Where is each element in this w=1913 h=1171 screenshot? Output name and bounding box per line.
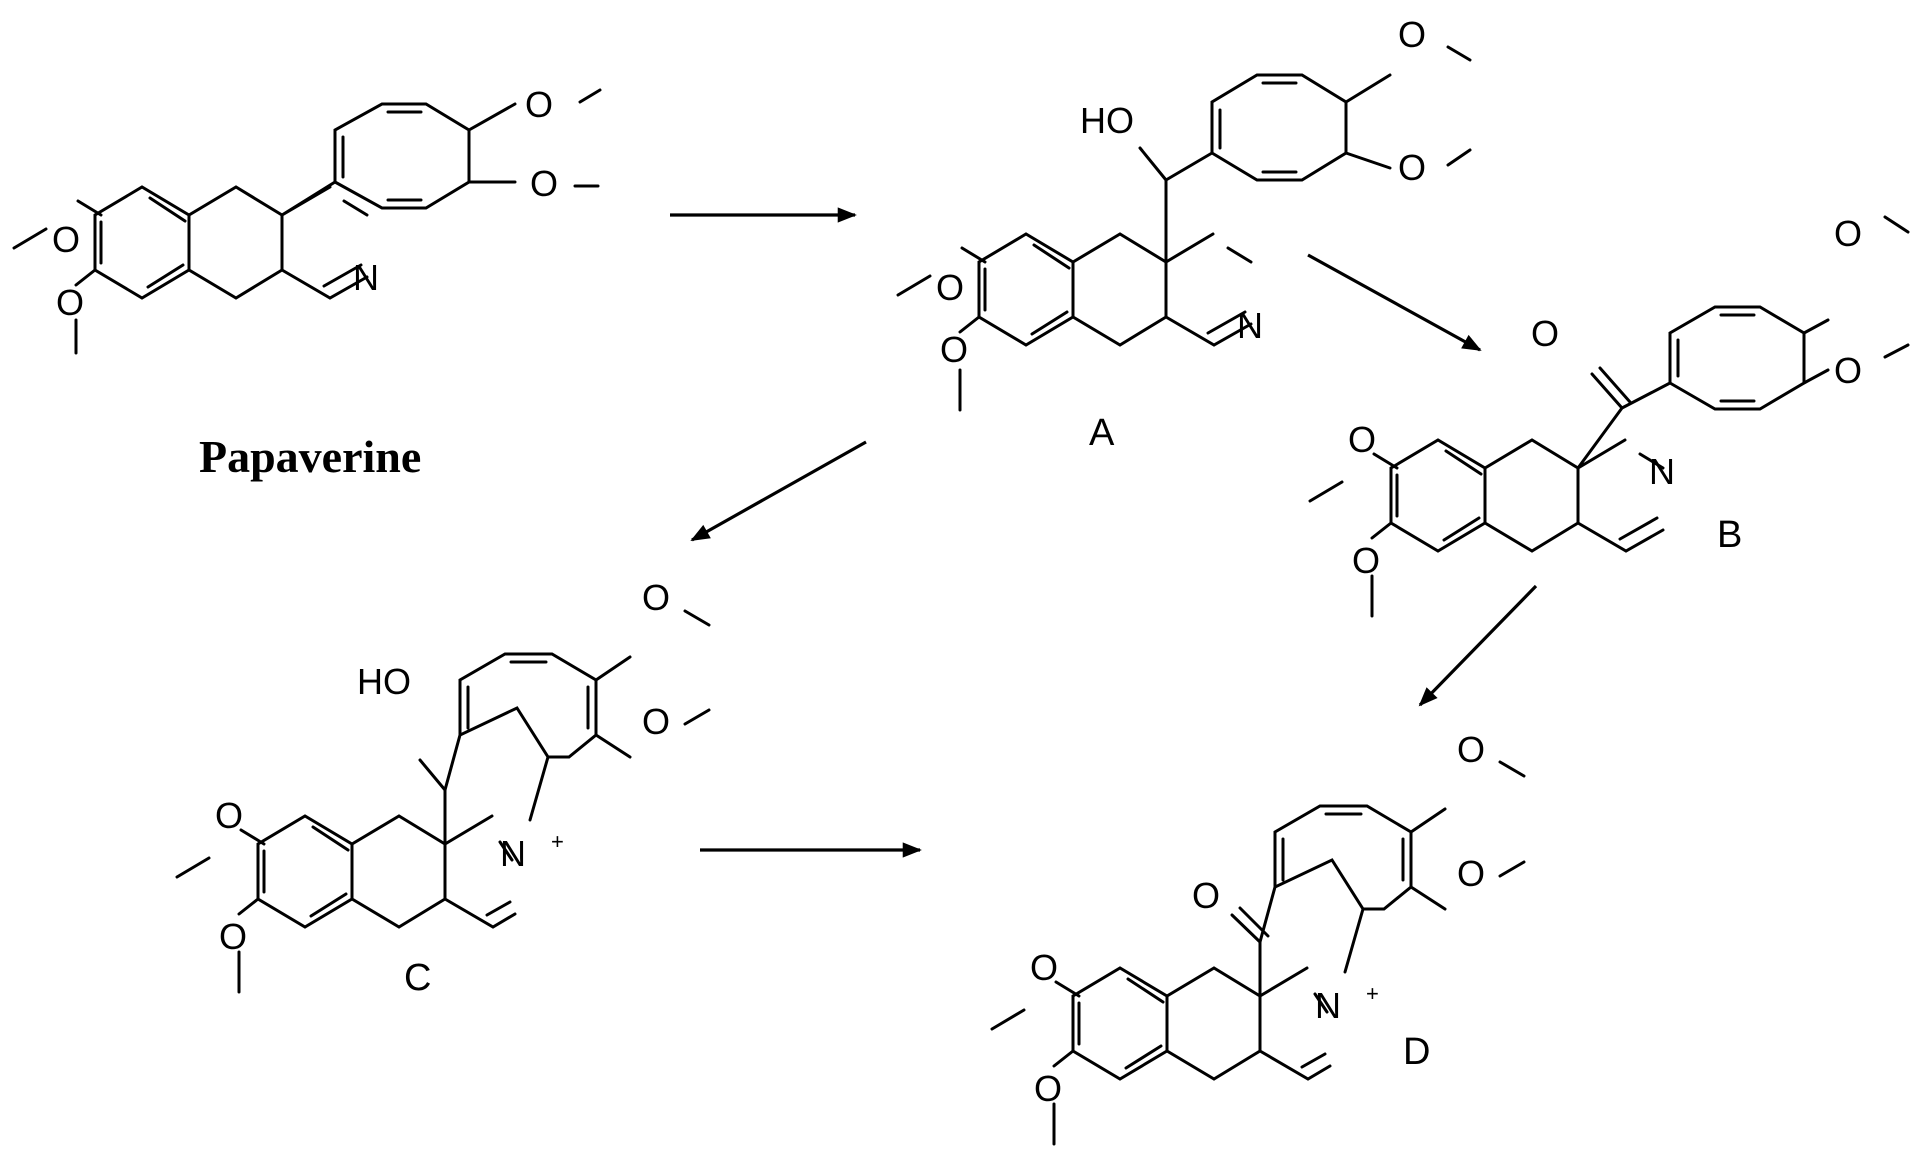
atom-label-o: O bbox=[56, 282, 84, 323]
compound-label-b: B bbox=[1717, 514, 1742, 556]
compound-label-c: C bbox=[404, 957, 431, 999]
charge-plus: + bbox=[551, 829, 564, 854]
atom-label-o: O bbox=[1192, 875, 1220, 916]
molecule-a: N HO O O O O A bbox=[896, 14, 1472, 454]
atom-label-n: N bbox=[1649, 451, 1675, 492]
atom-label-o: O bbox=[1398, 147, 1426, 188]
molecule-c: N + HO O O O O C bbox=[175, 577, 711, 999]
atom-label-o: O bbox=[642, 577, 670, 618]
atom-label-o: O bbox=[1034, 1068, 1062, 1109]
molecule-d: N + O O O O O D bbox=[990, 729, 1526, 1146]
atom-label-o: O bbox=[219, 916, 247, 957]
atom-label-o: O bbox=[52, 219, 80, 260]
arrow-b-to-d bbox=[1418, 584, 1538, 707]
atom-label-o: O bbox=[1834, 213, 1862, 254]
atom-label-o: O bbox=[525, 84, 553, 125]
compound-label-a: A bbox=[1089, 412, 1115, 454]
atom-label-o: O bbox=[1348, 419, 1376, 460]
atom-label-o: O bbox=[642, 701, 670, 742]
molecule-b: N O O O O O B bbox=[1308, 213, 1910, 618]
atom-label-o: O bbox=[1457, 853, 1485, 894]
atom-label-ho: HO bbox=[1080, 100, 1134, 141]
atom-label-o: O bbox=[940, 329, 968, 370]
atom-label-o: O bbox=[1398, 14, 1426, 55]
atom-label-o: O bbox=[936, 267, 964, 308]
atom-label-o: O bbox=[1457, 729, 1485, 770]
atom-label-n: N bbox=[1315, 985, 1341, 1026]
atom-label-n: N bbox=[353, 257, 379, 298]
molecule-papaverine: N O O O O Papaverine bbox=[12, 84, 602, 482]
atom-label-n: N bbox=[500, 833, 526, 874]
atom-label-o: O bbox=[1352, 540, 1380, 581]
charge-plus: + bbox=[1366, 981, 1379, 1006]
arrow-a-to-b bbox=[1307, 253, 1482, 352]
atom-label-o: O bbox=[215, 795, 243, 836]
reaction-arrows bbox=[670, 207, 1538, 858]
atom-label-o: O bbox=[1030, 947, 1058, 988]
atom-label-o: O bbox=[1531, 313, 1559, 354]
atom-label-o: O bbox=[530, 163, 558, 204]
arrow-a-to-c bbox=[690, 440, 867, 542]
compound-name-papaverine: Papaverine bbox=[199, 431, 421, 482]
atom-label-o: O bbox=[1834, 350, 1862, 391]
atom-label-ho: HO bbox=[357, 661, 411, 702]
compound-label-d: D bbox=[1403, 1031, 1430, 1073]
atom-label-n: N bbox=[1237, 305, 1263, 346]
